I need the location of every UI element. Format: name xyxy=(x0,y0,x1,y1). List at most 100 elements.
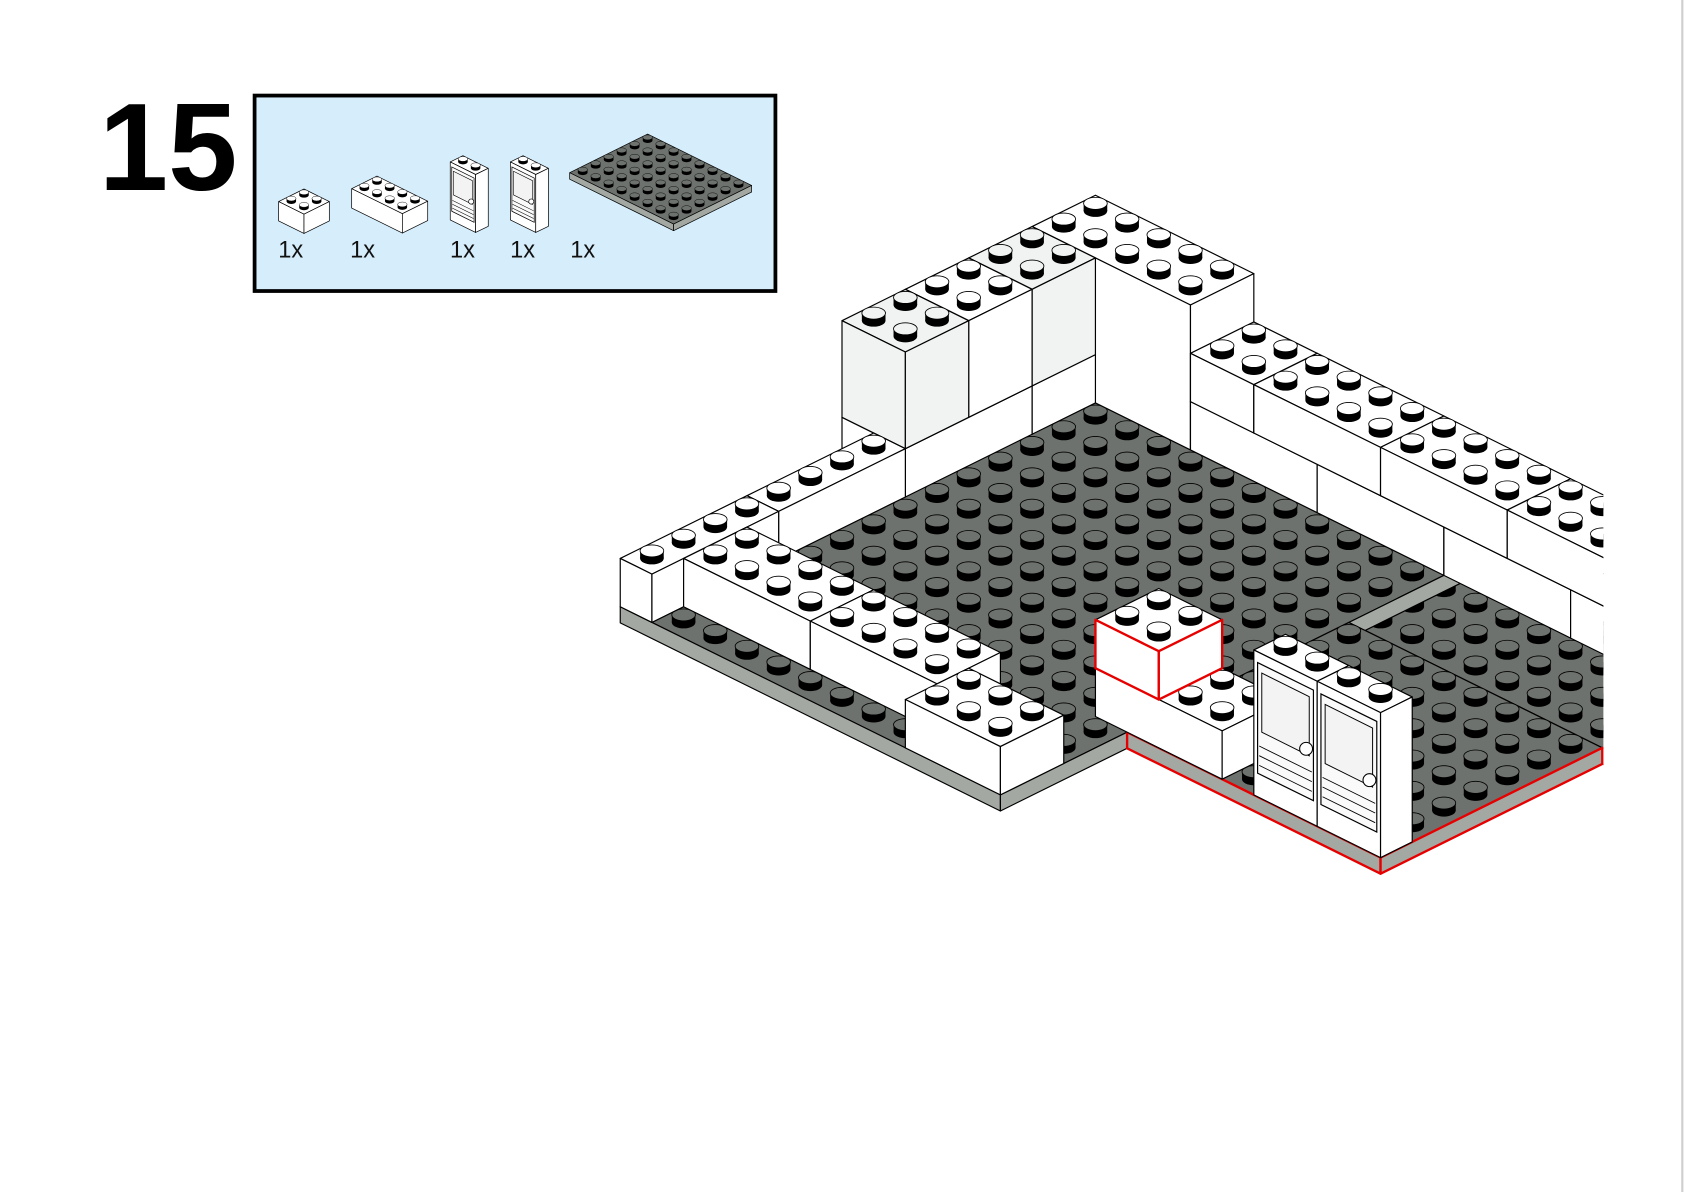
stud xyxy=(1368,682,1393,703)
stud-top xyxy=(1273,561,1298,575)
stud-top xyxy=(1526,464,1552,478)
stud xyxy=(1273,530,1298,551)
stud xyxy=(1146,621,1172,642)
stud-top xyxy=(1463,655,1488,669)
stud-top xyxy=(1368,417,1393,431)
transparent-window-brick xyxy=(841,288,970,450)
stud xyxy=(1304,545,1330,566)
stud xyxy=(311,195,322,204)
cupboard-door-pane xyxy=(1324,703,1374,788)
stud xyxy=(1590,527,1604,548)
cupboard-door-rail xyxy=(512,207,534,219)
stud xyxy=(1463,686,1488,707)
stud xyxy=(1178,545,1203,566)
stud xyxy=(1051,671,1076,692)
stud xyxy=(655,179,666,188)
stud xyxy=(1019,624,1045,645)
stud-top xyxy=(668,211,679,218)
stud xyxy=(1083,561,1108,582)
stud-top xyxy=(1114,420,1140,434)
right-wall-brick xyxy=(1506,478,1604,607)
stud xyxy=(1083,530,1108,551)
stud-top xyxy=(861,545,886,559)
stud xyxy=(299,189,309,198)
stud xyxy=(1209,592,1235,613)
stud xyxy=(1209,259,1235,280)
stud xyxy=(766,544,791,565)
stud xyxy=(861,306,886,327)
cupboard-door-rail xyxy=(452,207,474,219)
stud-top xyxy=(893,291,918,304)
stud-top xyxy=(1336,530,1362,543)
stud-top xyxy=(1526,655,1552,669)
stud-top xyxy=(1463,718,1488,732)
stud-top xyxy=(668,186,679,192)
stud-top xyxy=(359,183,370,189)
stud xyxy=(1336,370,1362,391)
stud xyxy=(530,162,541,171)
stud xyxy=(1304,577,1330,598)
stud xyxy=(642,173,653,182)
stud-top xyxy=(457,156,468,162)
cupboard-door-rail xyxy=(452,200,474,212)
stud-top xyxy=(1051,483,1076,496)
stud xyxy=(642,147,653,156)
stud xyxy=(1051,451,1076,472)
stud xyxy=(1178,605,1203,626)
stud-top xyxy=(603,179,614,186)
stud-top xyxy=(1590,527,1604,541)
stud-top xyxy=(1083,404,1108,418)
stud-top xyxy=(397,201,408,208)
stud-top xyxy=(924,514,950,528)
stud-top xyxy=(988,608,1013,622)
stud xyxy=(1495,480,1520,501)
stud-top xyxy=(1495,480,1520,494)
stud xyxy=(956,259,981,280)
stud-top xyxy=(629,179,640,186)
stud-top xyxy=(1209,561,1235,575)
stud-top xyxy=(1083,435,1108,449)
stud-top xyxy=(707,166,718,173)
stud xyxy=(893,607,918,628)
stud xyxy=(988,716,1013,737)
stud-top xyxy=(1209,669,1235,683)
stud xyxy=(1178,514,1203,535)
stud-top xyxy=(1241,577,1267,590)
stud xyxy=(1209,467,1235,488)
stud-top xyxy=(956,561,981,575)
stud-top xyxy=(988,545,1013,559)
stud-top xyxy=(956,638,981,652)
stud-top xyxy=(1019,624,1045,638)
stud xyxy=(1083,467,1108,488)
stud xyxy=(861,622,886,643)
stud-top xyxy=(1083,228,1108,242)
front-right-face xyxy=(999,714,1065,796)
stud xyxy=(1019,530,1045,551)
stud xyxy=(1304,608,1330,629)
stud xyxy=(1368,577,1393,598)
stud xyxy=(1178,685,1203,706)
stud-top xyxy=(1431,639,1457,653)
stud xyxy=(1114,577,1140,598)
stud xyxy=(829,575,855,596)
stud xyxy=(1399,561,1425,582)
stud-top xyxy=(829,575,855,589)
stud xyxy=(1336,402,1362,423)
stud xyxy=(924,577,950,598)
stud xyxy=(1273,370,1298,391)
stud-top xyxy=(1463,686,1488,700)
stud-top xyxy=(655,205,666,211)
stud xyxy=(1304,514,1330,535)
stud xyxy=(956,669,981,690)
stud xyxy=(1463,433,1488,454)
stud xyxy=(1368,639,1393,660)
stud-top xyxy=(924,545,950,559)
stud xyxy=(1051,420,1076,441)
stud-top xyxy=(694,160,705,166)
stud xyxy=(1336,592,1362,613)
stud-top xyxy=(1051,212,1076,226)
stud-top xyxy=(1495,702,1520,716)
stud-top xyxy=(829,450,855,464)
stud-top xyxy=(1209,259,1235,273)
stud-top xyxy=(1019,228,1045,242)
